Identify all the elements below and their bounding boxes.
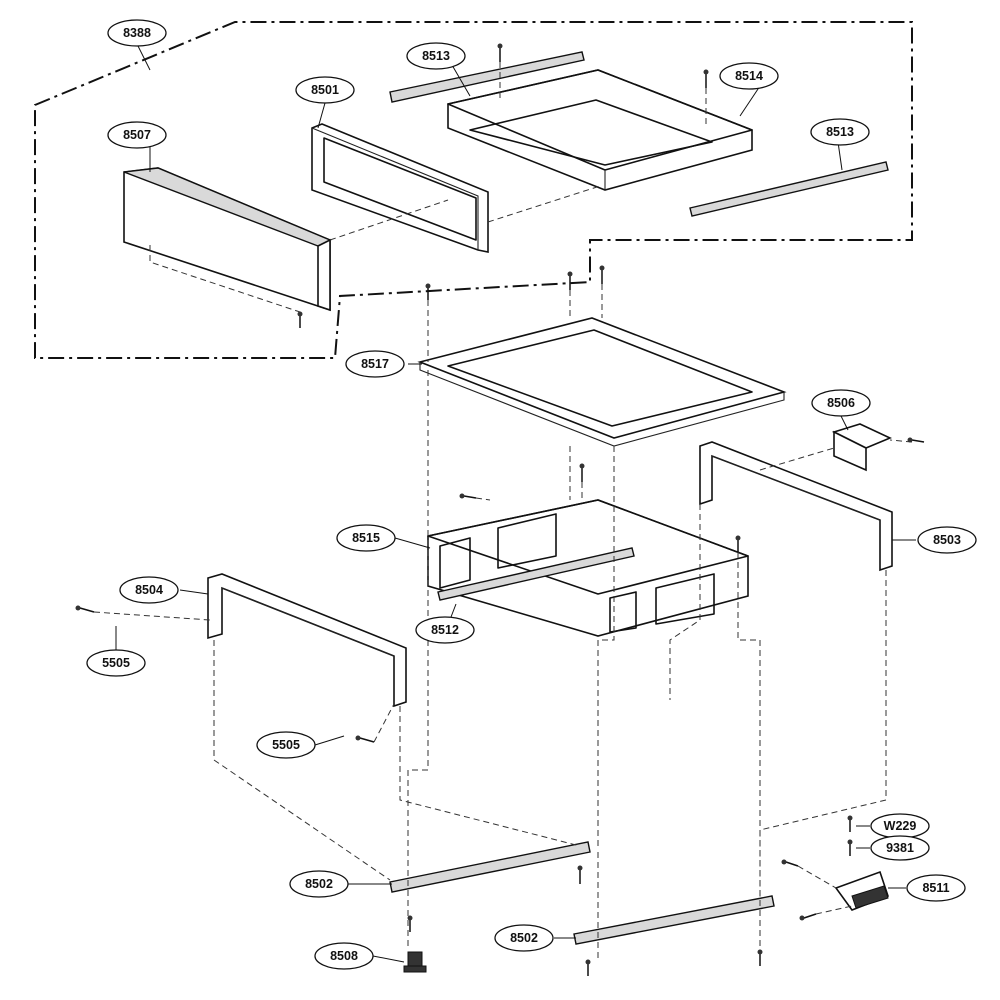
callout-5505-upper: 5505 bbox=[86, 649, 146, 677]
callout-8511-label: 8511 bbox=[922, 881, 949, 895]
callout-W229: W229 bbox=[870, 813, 930, 839]
part-slide-rail-8513-upper bbox=[389, 51, 585, 103]
part-leveling-foot-8508 bbox=[403, 951, 427, 973]
callout-8513-upper-label: 8513 bbox=[422, 49, 450, 63]
part-bottom-rail-8502-right bbox=[573, 895, 775, 945]
callout-8503-label: 8503 bbox=[933, 533, 961, 547]
drawer-assembly-boundary bbox=[34, 21, 913, 359]
part-bottom-rail-8502-left bbox=[389, 841, 591, 893]
callout-8501-label: 8501 bbox=[311, 83, 339, 97]
callout-8502-left-label: 8502 bbox=[305, 877, 333, 891]
callout-8512-label: 8512 bbox=[431, 623, 459, 637]
callout-8504-label: 8504 bbox=[135, 583, 163, 597]
part-top-plate-8517 bbox=[417, 317, 787, 447]
callout-8504: 8504 bbox=[119, 576, 179, 604]
callout-8517: 8517 bbox=[345, 350, 405, 378]
callout-8507: 8507 bbox=[107, 121, 167, 149]
callout-9381-label: 9381 bbox=[886, 841, 914, 855]
callout-8506: 8506 bbox=[811, 389, 871, 417]
callout-8503: 8503 bbox=[917, 526, 977, 554]
callout-8507-label: 8507 bbox=[123, 128, 151, 142]
callout-W229-label: W229 bbox=[884, 819, 917, 833]
callout-8502-right-label: 8502 bbox=[510, 931, 538, 945]
callout-8514: 8514 bbox=[719, 62, 779, 90]
callout-8388: 8388 bbox=[107, 19, 167, 47]
callout-8501: 8501 bbox=[295, 76, 355, 104]
callout-leaders bbox=[115, 45, 916, 963]
callout-5505-upper-label: 5505 bbox=[102, 656, 130, 670]
callout-9381: 9381 bbox=[870, 835, 930, 861]
callout-8506-label: 8506 bbox=[827, 396, 855, 410]
assembly-guide-lines bbox=[93, 62, 913, 962]
callout-8508: 8508 bbox=[314, 942, 374, 970]
part-frame-rail-8503 bbox=[699, 441, 893, 572]
part-frame-rail-8504 bbox=[207, 573, 407, 708]
callout-8517-label: 8517 bbox=[361, 357, 389, 371]
callout-8513-lower-label: 8513 bbox=[826, 125, 854, 139]
callout-8513-upper: 8513 bbox=[406, 42, 466, 70]
screw-fasteners bbox=[75, 43, 925, 976]
callout-5505-lower-label: 5505 bbox=[272, 738, 300, 752]
part-drawer-front-8507 bbox=[123, 167, 332, 330]
callout-5505-lower: 5505 bbox=[256, 731, 316, 759]
callout-8502-right: 8502 bbox=[494, 924, 554, 952]
callout-8502-left: 8502 bbox=[289, 870, 349, 898]
part-drawer-panel-8501 bbox=[311, 123, 489, 253]
callout-8508-label: 8508 bbox=[330, 949, 358, 963]
part-cross-rail-8512 bbox=[437, 547, 635, 601]
part-drawer-tray-8514 bbox=[447, 69, 753, 191]
part-slide-rail-8513-lower bbox=[689, 161, 889, 217]
callout-8515-label: 8515 bbox=[352, 531, 380, 545]
callout-8515: 8515 bbox=[336, 524, 396, 552]
callout-8512: 8512 bbox=[415, 616, 475, 644]
part-hinge-bracket-8511 bbox=[834, 870, 889, 911]
part-bracket-8506 bbox=[831, 423, 892, 472]
callout-8511: 8511 bbox=[906, 874, 966, 902]
callout-8388-label: 8388 bbox=[123, 26, 151, 40]
callout-8514-label: 8514 bbox=[735, 69, 763, 83]
callout-8513-lower: 8513 bbox=[810, 118, 870, 146]
